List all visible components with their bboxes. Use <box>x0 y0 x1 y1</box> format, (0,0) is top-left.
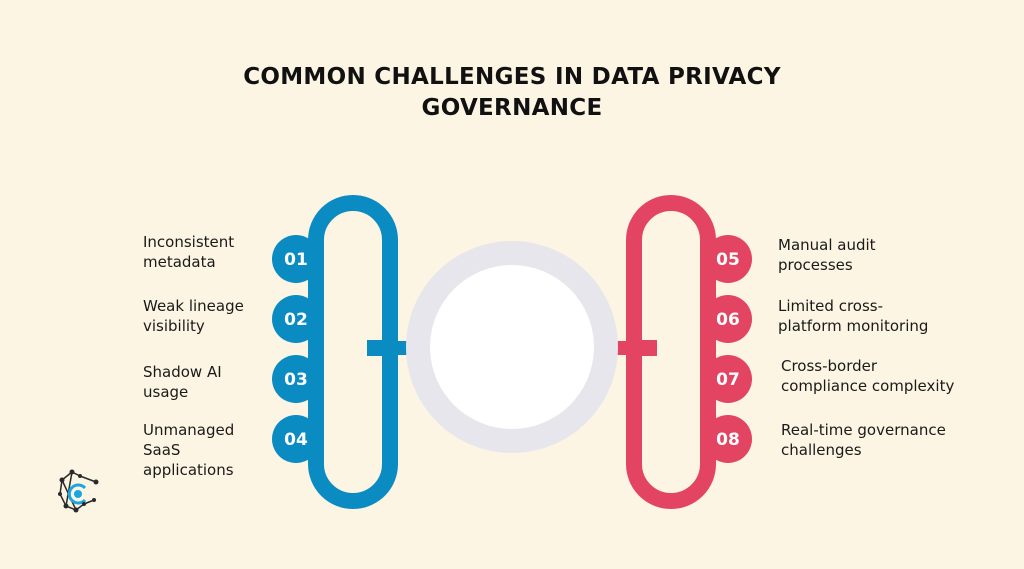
network-c-logo-icon <box>58 469 99 513</box>
challenge-text-04: Unmanaged SaaS applications <box>143 421 235 479</box>
badge-number: 01 <box>284 250 308 270</box>
left-loop <box>308 195 398 509</box>
challenge-text-07: Cross-border compliance complexity <box>781 357 955 395</box>
title-line-2: GOVERNANCE <box>421 95 603 121</box>
badge-07: 07 <box>704 355 752 403</box>
badge-number: 03 <box>284 370 308 390</box>
title-line-1: COMMON CHALLENGES IN DATA PRIVACY <box>243 64 781 90</box>
badge-number: 05 <box>716 250 740 270</box>
right-loop <box>626 195 716 509</box>
challenge-text-08: Real-time governance challenges <box>781 421 946 459</box>
challenge-text-03: Shadow AI usage <box>143 363 222 401</box>
challenge-text-01: Inconsistent metadata <box>143 233 235 271</box>
center-circle <box>430 265 594 429</box>
badge-number: 08 <box>716 430 740 450</box>
badge-number: 02 <box>284 310 308 330</box>
badge-02: 02 <box>272 295 320 343</box>
page-title: COMMON CHALLENGES IN DATA PRIVACY GOVERN… <box>0 62 1024 124</box>
challenge-text-02: Weak lineage visibility <box>143 297 244 335</box>
badge-03: 03 <box>272 355 320 403</box>
challenge-text-05: Manual audit processes <box>778 236 876 274</box>
badge-05: 05 <box>704 235 752 283</box>
badge-number: 07 <box>716 370 740 390</box>
challenge-text-06: Limited cross- platform monitoring <box>778 297 929 335</box>
badge-04: 04 <box>272 415 320 463</box>
badge-06: 06 <box>704 295 752 343</box>
badge-number: 04 <box>284 430 308 450</box>
badge-01: 01 <box>272 235 320 283</box>
badge-08: 08 <box>704 415 752 463</box>
badge-number: 06 <box>716 310 740 330</box>
